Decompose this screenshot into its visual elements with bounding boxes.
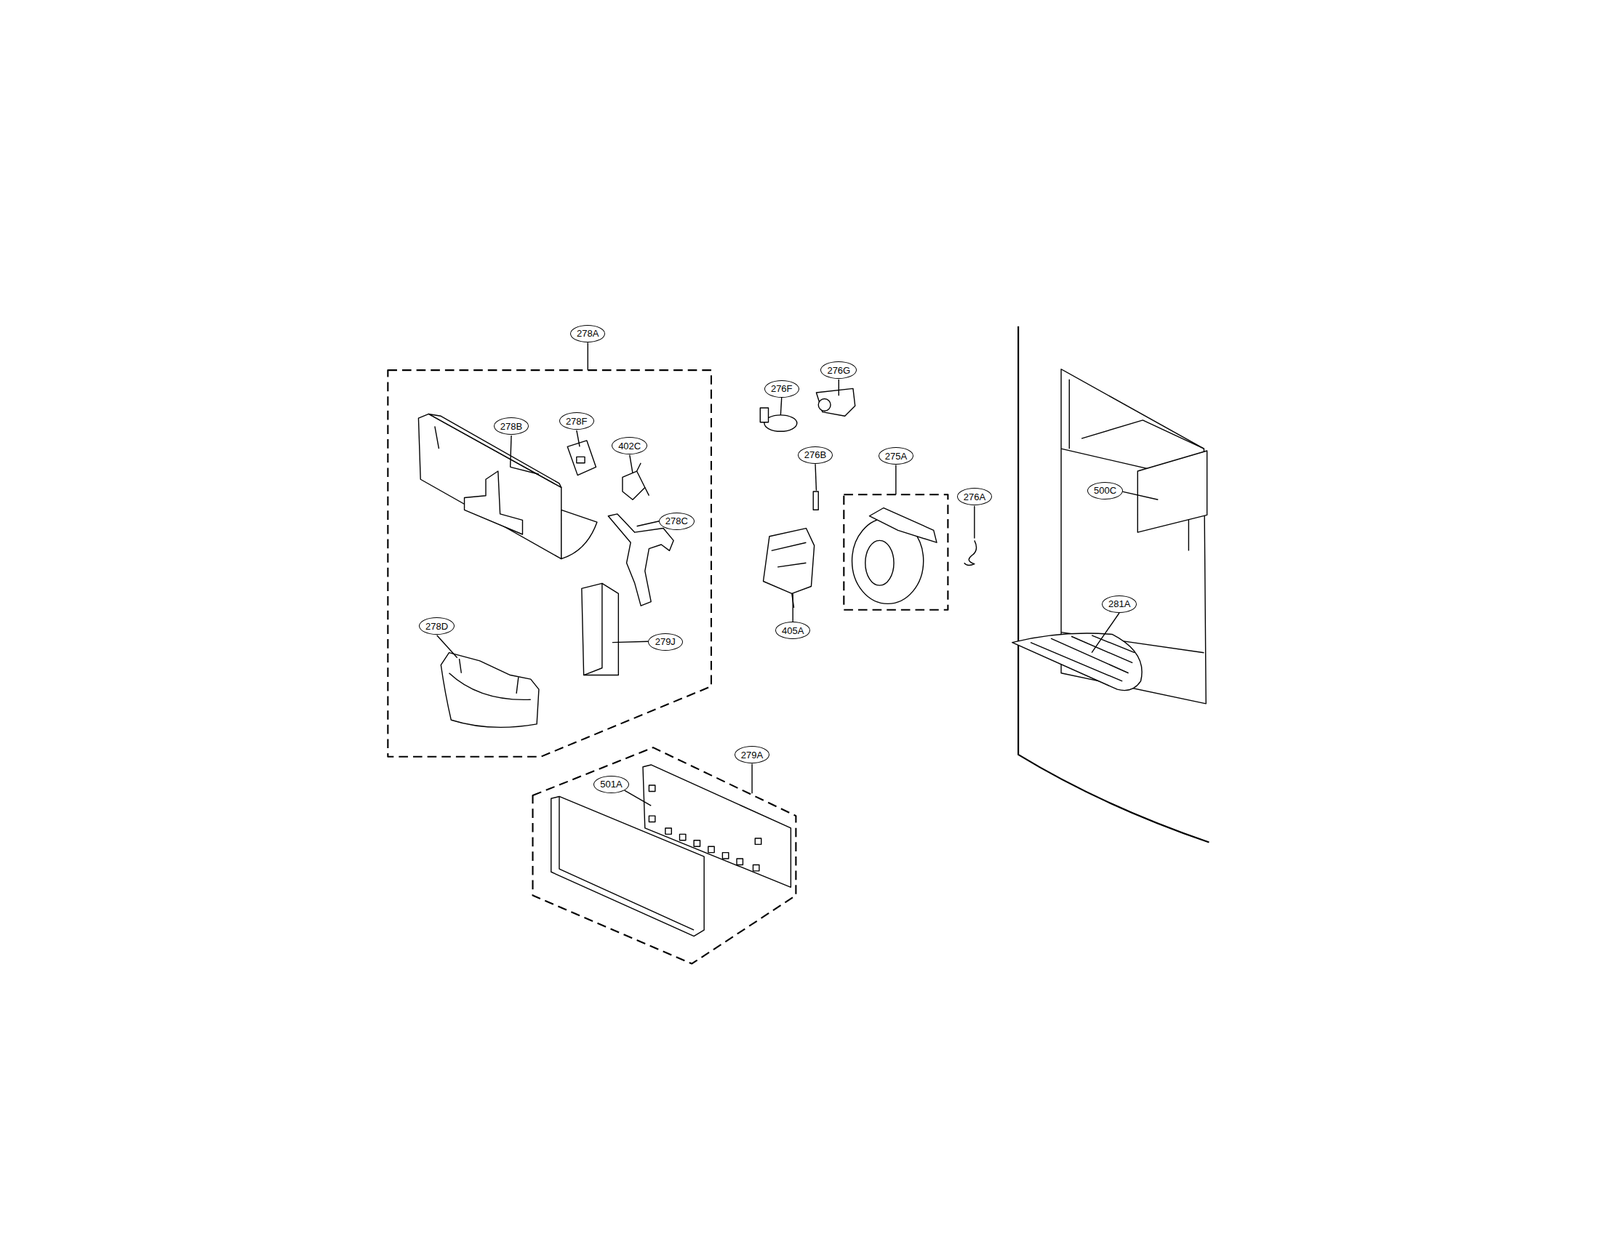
small-cover: [567, 440, 596, 476]
callout-number: 501A: [593, 776, 629, 794]
cam: [760, 408, 797, 432]
callout-number: 281A: [1101, 595, 1137, 614]
callout-number: 276G: [820, 361, 857, 379]
switch: [622, 463, 649, 500]
control-panel: [551, 765, 792, 937]
callout-number: 278B: [493, 417, 529, 435]
callout-number: 278F: [559, 412, 595, 430]
small-cover: [576, 456, 585, 463]
callout-number: 276A: [957, 488, 992, 506]
drip-tray: [1012, 633, 1142, 691]
callout-number: 279J: [648, 633, 683, 651]
cover-panel: [1137, 450, 1207, 533]
callout-number: 276F: [764, 380, 800, 398]
callout-number: 402C: [611, 437, 648, 455]
leader-lines: [437, 342, 1159, 806]
pin: [813, 491, 819, 510]
callout-number: 500C: [1087, 482, 1123, 500]
callout-number: 405A: [775, 621, 811, 640]
paddle: [581, 583, 619, 675]
callout-number: 278C: [658, 512, 695, 531]
group-box: [843, 494, 948, 610]
motor: [763, 528, 815, 608]
callout-number: 278A: [570, 325, 606, 343]
callout-number: 278D: [418, 617, 455, 635]
auger-assembly: [852, 508, 937, 605]
callout-number: 279A: [734, 746, 770, 764]
spring: [964, 540, 977, 566]
solenoid: [816, 388, 855, 416]
dispenser-housing: [418, 413, 597, 559]
group-box: [533, 747, 797, 964]
lever-bracket: [608, 514, 674, 606]
callout-number: 275A: [878, 447, 914, 465]
group-box: [387, 370, 712, 758]
callout-number: 276B: [797, 446, 833, 464]
refrigerator-door: [1018, 326, 1209, 843]
ice-chute: [440, 653, 539, 728]
